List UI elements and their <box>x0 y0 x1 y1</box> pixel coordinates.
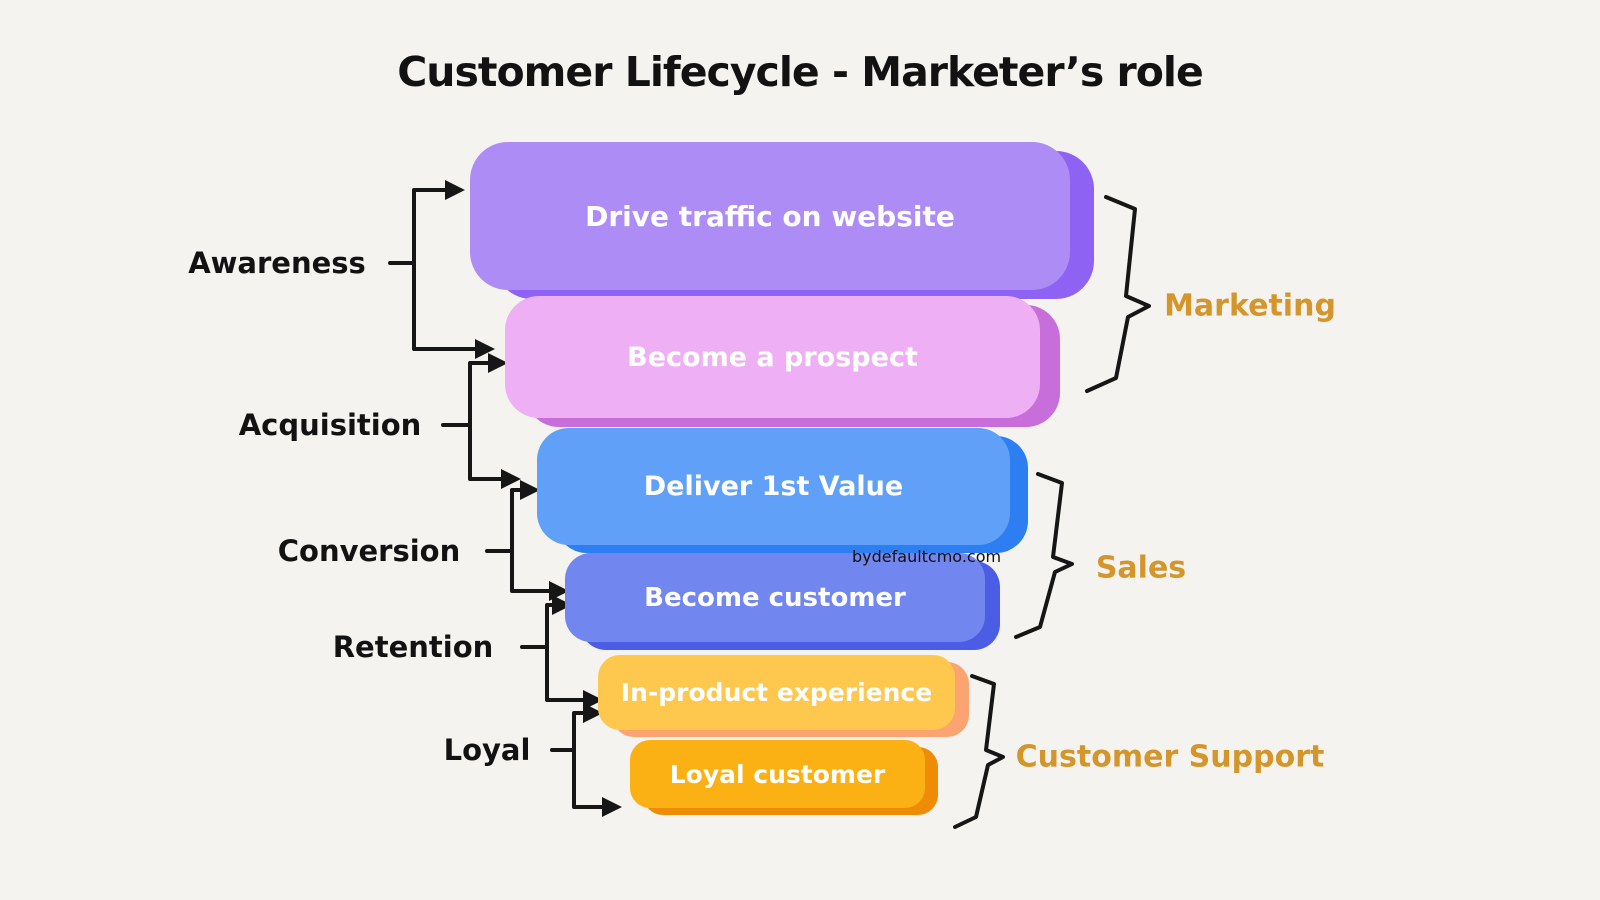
acquisition-fork-bottom-arrow <box>468 423 521 489</box>
lifecycle-label-awareness: Awareness <box>188 246 366 280</box>
lifecycle-label-loyal: Loyal <box>443 733 531 767</box>
lifecycle-label-retention: Retention <box>332 630 494 664</box>
loyal-fork-bottom-arrow <box>572 748 622 817</box>
retention-fork-top-arrow <box>520 595 572 649</box>
watermark-text: bydefaultcmo.com <box>852 547 1002 566</box>
role-label-customer-support: Customer Support <box>1015 739 1325 775</box>
sales-brace <box>1014 472 1074 639</box>
role-label-sales: Sales <box>1095 550 1187 586</box>
acquisition-fork-top-arrow <box>441 353 508 427</box>
stage-connector-group <box>388 180 1151 829</box>
conversion-fork-top-arrow <box>485 480 540 553</box>
funnel-stage-label: In-product experience <box>620 678 933 707</box>
lifecycle-label-conversion: Conversion <box>277 534 461 568</box>
funnel-stage-in-product-experience: In-product experience <box>598 655 955 730</box>
funnel-stage-label: Become customer <box>644 582 906 613</box>
funnel-stage-become-prospect: Become a prospect <box>505 296 1040 418</box>
funnel-stage-loyal-customer: Loyal customer <box>630 740 925 808</box>
funnel-stage-label: Become a prospect <box>627 341 918 373</box>
awareness-fork-bottom-arrow <box>412 261 495 359</box>
funnel-stage-deliver-first-value: Deliver 1st Value <box>537 428 1010 545</box>
funnel-stage-label: Deliver 1st Value <box>643 471 904 502</box>
funnel-stage-drive-traffic: Drive traffic on website <box>470 142 1070 290</box>
funnel-stage-label: Loyal customer <box>669 759 886 789</box>
awareness-fork-top-arrow <box>388 180 465 265</box>
funnel-stage-become-customer: Become customer <box>565 553 985 642</box>
loyal-fork-top-arrow <box>550 703 603 752</box>
role-label-marketing: Marketing <box>1164 288 1336 324</box>
conversion-fork-bottom-arrow <box>510 549 569 601</box>
lifecycle-label-acquisition: Acquisition <box>238 408 422 442</box>
page-title: Customer Lifecycle - Marketer’s role <box>397 48 1204 96</box>
customer-support-brace <box>953 674 1005 829</box>
retention-fork-bottom-arrow <box>545 645 603 710</box>
marketing-brace <box>1085 195 1151 393</box>
funnel-stage-label: Drive traffic on website <box>585 199 955 233</box>
